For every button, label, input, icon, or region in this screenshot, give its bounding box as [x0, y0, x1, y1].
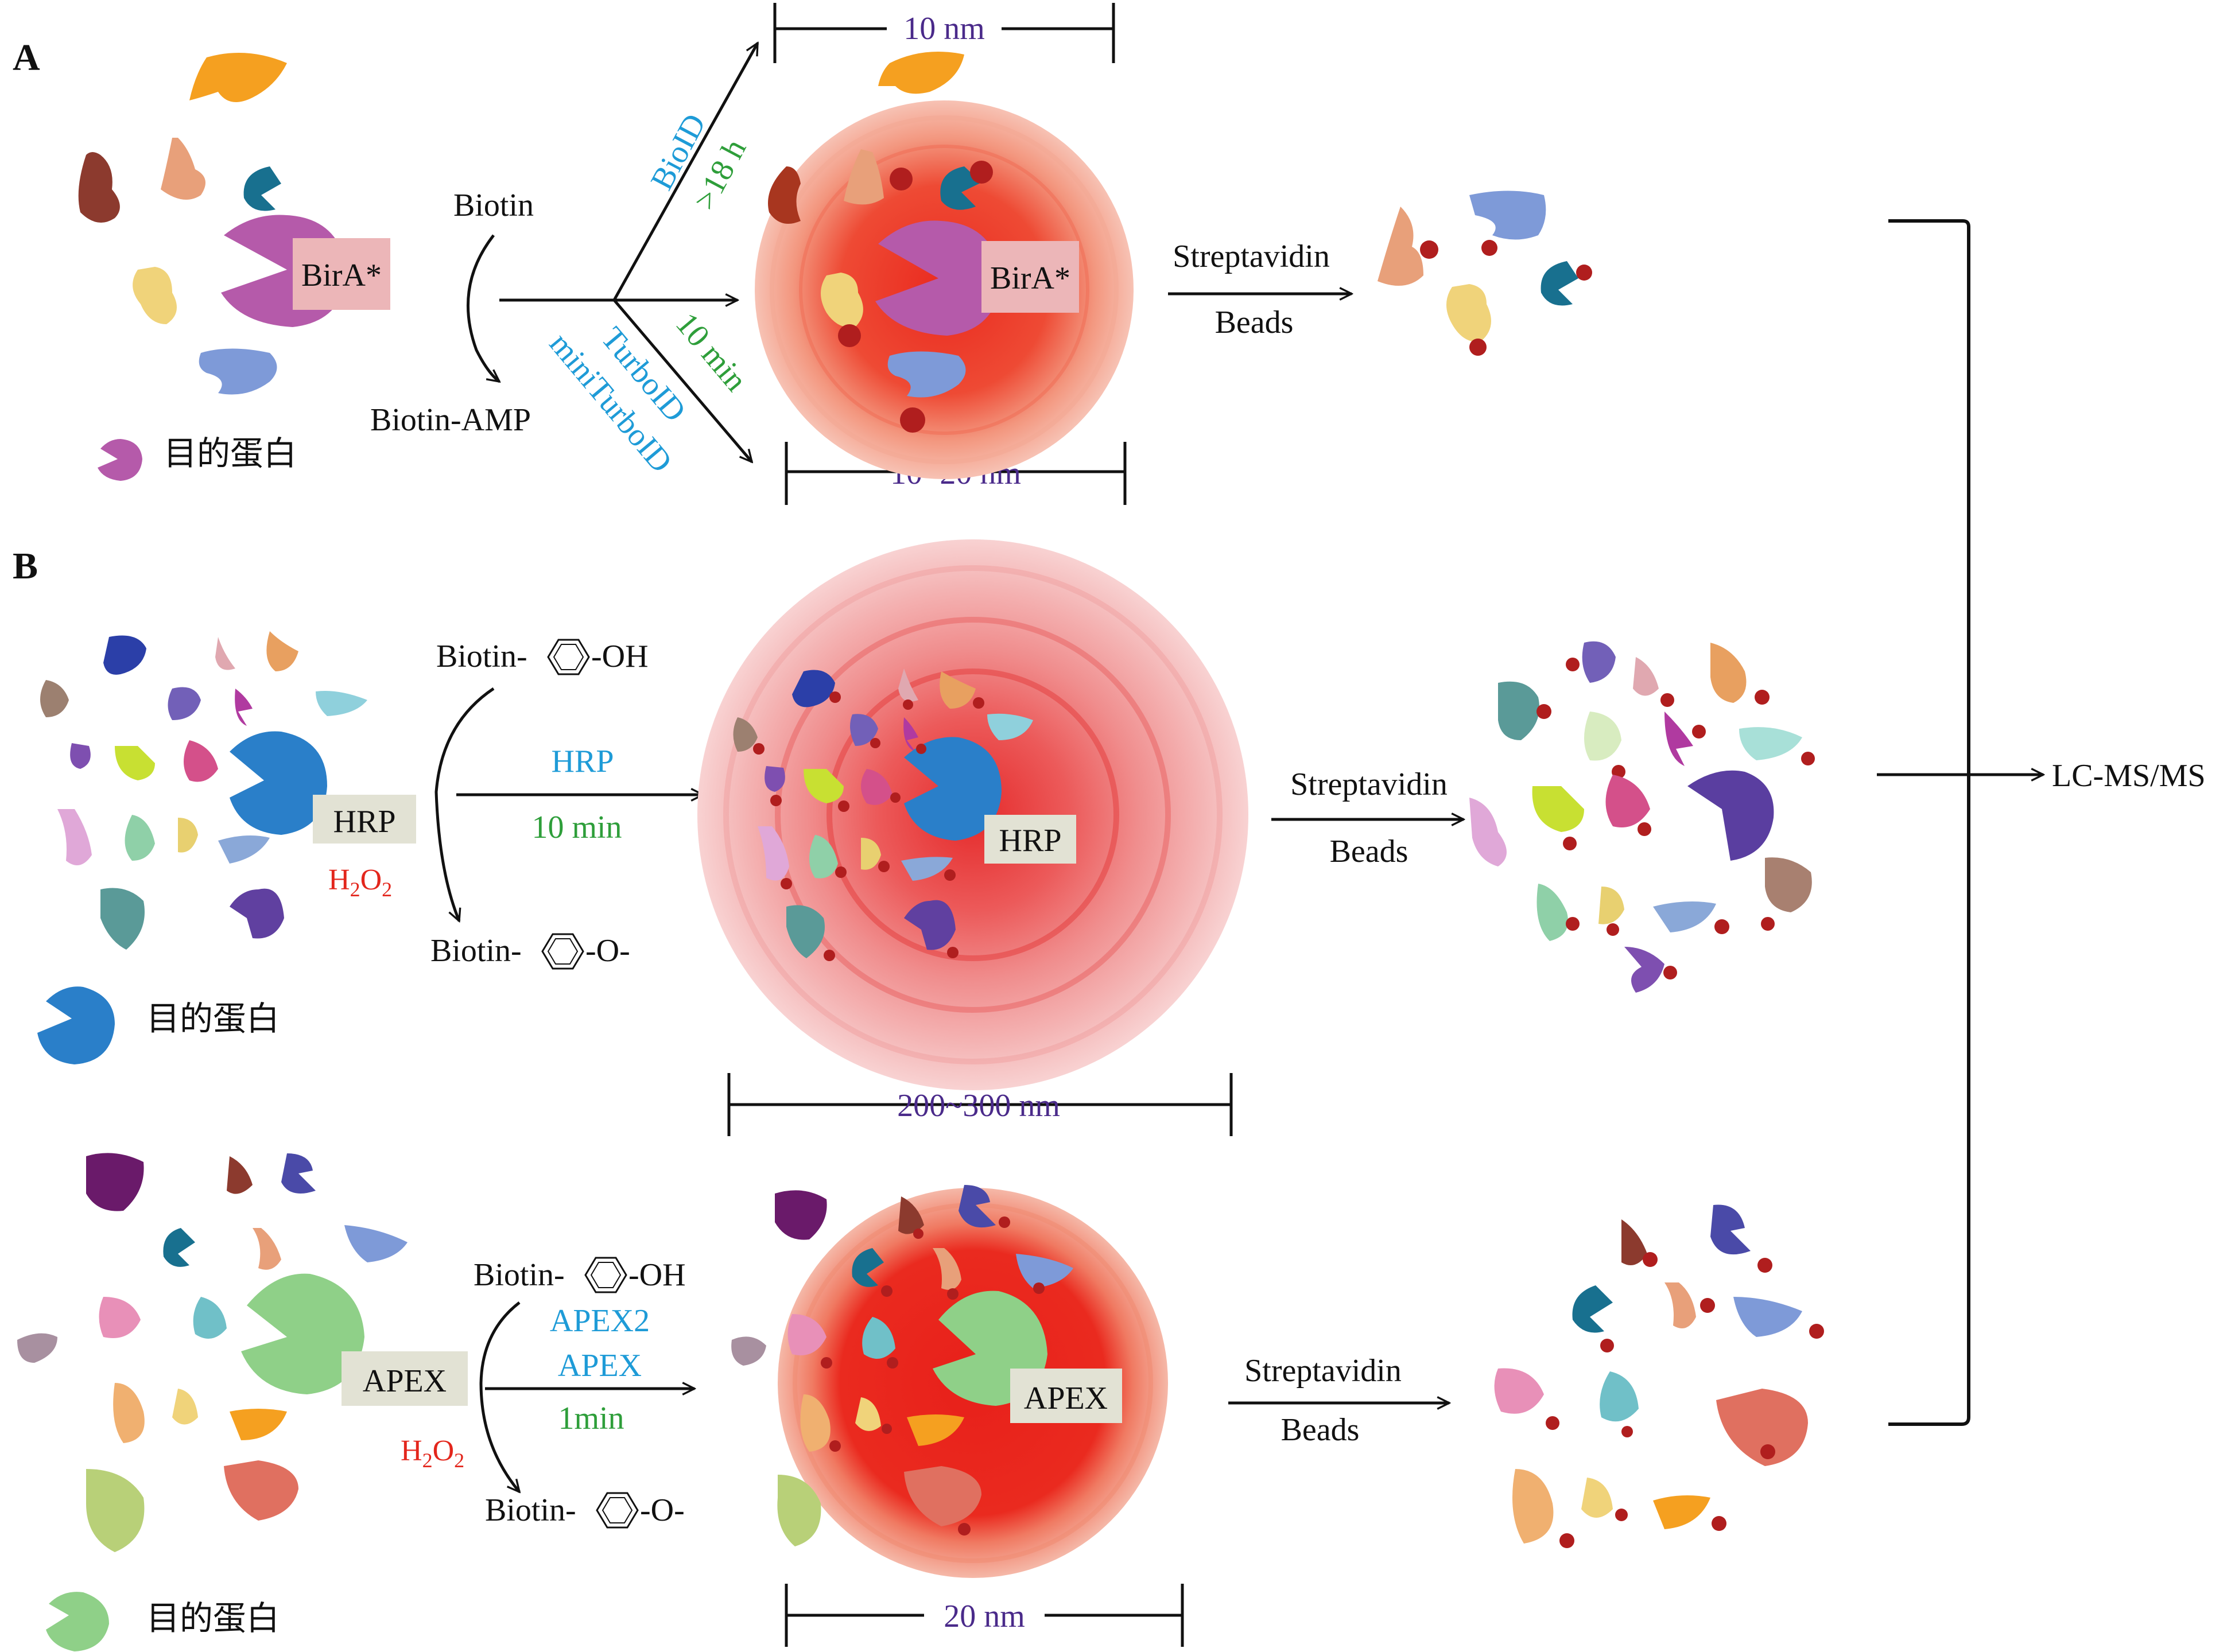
scale-10nm-label: 10 nm — [903, 11, 985, 46]
protein-shape — [821, 273, 863, 328]
svg-text:-O-: -O- — [585, 933, 630, 969]
protein-shape — [940, 166, 981, 210]
protein-shape — [243, 166, 281, 211]
hrp-enzyme — [230, 731, 327, 835]
hrp-h2o2-label: H2O2 — [328, 864, 392, 901]
apex-label: APEX — [363, 1363, 447, 1399]
hrp-halo-label-box — [984, 815, 1076, 864]
protein-shape — [768, 166, 801, 224]
bira-labeling-radius: BirA* — [755, 52, 1134, 479]
panel-b: B HRP H2O2 目的蛋白 — [13, 219, 2206, 1651]
hrp-label: HRP — [333, 804, 396, 839]
svg-text:Biotin-: Biotin- — [485, 1492, 576, 1528]
apex-captured-proteins — [1494, 1204, 1824, 1548]
hrp-enzyme-in-halo — [904, 737, 1002, 841]
bira-label: BirA* — [301, 258, 382, 293]
protein-shape — [133, 267, 177, 324]
svg-text:-OH: -OH — [591, 639, 649, 674]
panel-a-protein-pool: BirA* — [78, 53, 390, 395]
panel-a-legend-label: 目的蛋白 — [164, 434, 297, 473]
svg-text:-O-: -O- — [640, 1492, 685, 1528]
biotin-amp-label: Biotin-AMP — [370, 402, 531, 438]
bira-halo-label: BirA* — [990, 261, 1070, 296]
svg-text:Biotin-: Biotin- — [430, 933, 522, 969]
hrp-halo-label: HRP — [999, 823, 1062, 858]
apex-arrow-time-label: 1min — [558, 1401, 624, 1436]
protein-shape — [189, 53, 287, 102]
legend-protein-icon — [98, 439, 142, 481]
panel-a-streptavidin-label: Streptavidin — [1173, 239, 1330, 274]
protein-shape — [78, 152, 120, 223]
apex-halo-label-box — [1010, 1369, 1122, 1423]
bira-label-box — [293, 238, 390, 310]
benzene-ring-icon — [547, 639, 590, 675]
protein-shape — [887, 351, 966, 398]
hrp-legend-icon — [37, 986, 115, 1064]
svg-text:-OH: -OH — [628, 1257, 686, 1293]
protein-shape — [844, 149, 884, 205]
protein-shape — [161, 138, 205, 200]
scale-20nm-label: 20 nm — [944, 1599, 1025, 1634]
hrp-curve-arrow — [434, 687, 495, 921]
panel-b-label: B — [13, 545, 38, 587]
apex-protein-pool: APEX — [17, 1153, 468, 1552]
bioid-arrow — [612, 43, 759, 301]
apex-beads-label: Beads — [1281, 1412, 1360, 1448]
apex2-arrow-label: APEX2 — [550, 1303, 650, 1339]
apex-arrow-label: APEX — [558, 1348, 642, 1383]
apex-legend-icon — [46, 1592, 109, 1651]
apex-streptavidin-label: Streptavidin — [1244, 1353, 1402, 1389]
hrp-streptavidin-label: Streptavidin — [1290, 767, 1448, 802]
turboid-arrow — [613, 299, 752, 462]
svg-text:Biotin-: Biotin- — [474, 1257, 565, 1293]
hrp-arrow-time-label: 10 min — [531, 810, 622, 845]
merge-bracket — [1888, 219, 1970, 1426]
svg-text:Biotin-: Biotin- — [436, 639, 527, 674]
biotin-dot — [900, 407, 925, 433]
hrp-captured-proteins — [1469, 641, 1815, 993]
apex-h2o2-label: H2O2 — [401, 1435, 464, 1472]
bira-enzyme-in-halo — [875, 220, 1002, 336]
lcms-label: LC-MS/MS — [2052, 758, 2206, 794]
scale-200-300nm-label: 200~300 nm — [897, 1088, 1060, 1124]
protein-shape — [878, 52, 964, 94]
biotin-curve-arrow — [467, 234, 499, 382]
bira-label-box-halo — [981, 241, 1079, 313]
hrp-beads-label: Beads — [1330, 834, 1408, 869]
panel-a-captured-proteins — [1378, 191, 1592, 356]
benzene-ring-icon — [584, 1257, 627, 1293]
hrp-product: Biotin- -O- — [430, 933, 630, 970]
apex-label-box — [342, 1351, 468, 1406]
apex-substrate: Biotin- -OH — [474, 1257, 686, 1293]
hrp-substrate: Biotin- -OH — [436, 639, 649, 675]
apex-labeling-radius: APEX — [731, 1185, 1168, 1578]
apex-enzyme — [241, 1273, 364, 1394]
apex-halo-label: APEX — [1024, 1381, 1108, 1416]
hrp-labeling-radius: HRP — [697, 539, 1248, 1090]
panel-a-label: A — [13, 37, 40, 79]
scale-bar-10nm: 10 nm — [773, 3, 1115, 63]
biotin-dot — [970, 161, 993, 184]
biotin-dot — [838, 324, 861, 347]
benzene-ring-icon — [596, 1492, 639, 1529]
scale-bar-20nm: 20 nm — [785, 1584, 1184, 1647]
protein-shape — [199, 348, 277, 395]
apex-product: Biotin- -O- — [485, 1492, 685, 1529]
turboid-time-label: 10 min — [669, 306, 754, 398]
panel-a: A BirA* 目的蛋白 Biotin Biotin-AMP BioID >18… — [13, 3, 1592, 505]
hrp-protein-pool: HRP — [40, 631, 416, 950]
benzene-ring-icon — [541, 933, 584, 970]
hrp-legend-label: 目的蛋白 — [146, 999, 280, 1038]
hrp-label-box — [313, 795, 416, 844]
biotin-dot — [890, 168, 913, 191]
apex-legend-label: 目的蛋白 — [146, 1599, 280, 1638]
scale-bar-200-300nm: 200~300 nm — [727, 1073, 1233, 1136]
hrp-arrow-enzyme-label: HRP — [552, 744, 614, 779]
panel-a-beads-label: Beads — [1215, 305, 1294, 340]
biotin-label: Biotin — [453, 188, 534, 223]
apex-curve-arrow — [479, 1301, 519, 1492]
